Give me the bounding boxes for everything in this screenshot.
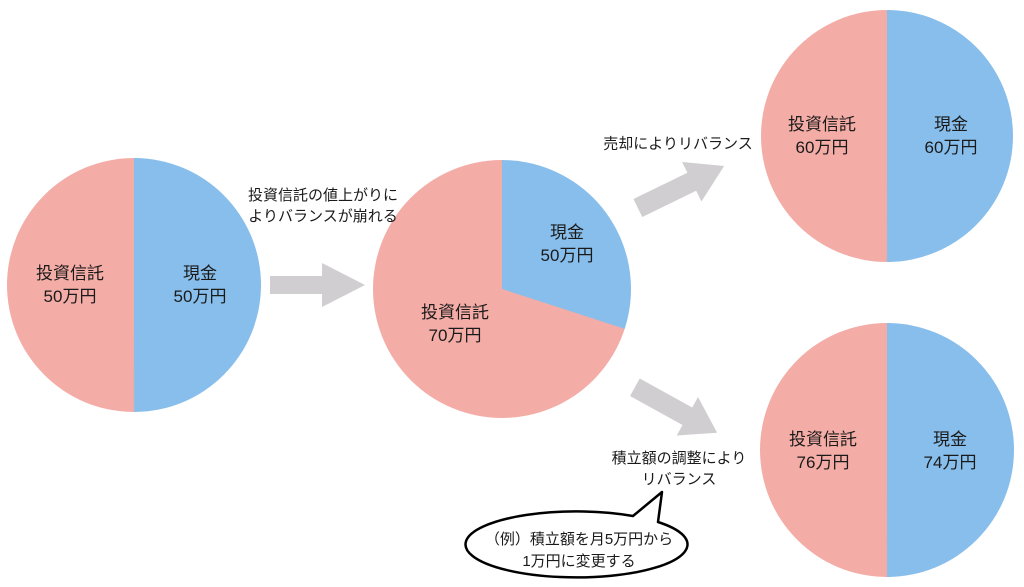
unbalanced-cash-label: 現金 50万円 [541,221,594,267]
segment-value: 50万円 [173,287,227,306]
speech-bubble-outline [464,490,689,579]
segment-name: 現金 [549,223,584,242]
segment-name: 投資信託 [421,303,489,322]
adjust-arrow-shape [630,378,718,436]
segment-name: 現金 [933,115,968,134]
pie-chart-initial [7,158,261,412]
segment-value: 70万円 [428,326,482,345]
adjust-cash-label: 現金 74万円 [924,428,977,474]
initial-fund-label: 投資信託 50万円 [36,262,104,308]
adjust-annotation: 積立額の調整により リバランス [612,448,747,490]
segment-name: 現金 [182,264,217,283]
segment-value: 60万円 [795,138,849,157]
segment-value: 76万円 [796,453,850,472]
annotation-line: 積立額の調整により [611,450,747,467]
rise-arrow-shape [270,263,365,307]
speech-bubble [464,490,689,579]
initial-cash-label: 現金 50万円 [174,262,227,308]
bubble-line: 1万円に変更する [522,553,636,570]
segment-name: 投資信託 [789,430,857,449]
annotation-line: 投資信託の値上がりに [247,187,399,204]
sell-arrow-icon [633,161,725,218]
pie-chart-rebalanced-by-sell [761,10,1013,262]
pie-chart-rebalanced-by-adjust [760,323,1014,577]
segment-value: 50万円 [43,287,97,306]
sell-arrow-shape [633,161,725,218]
unbalanced-fund-label: 投資信託 70万円 [421,301,489,347]
segment-name: 現金 [932,430,967,449]
annotation-line: リバランス [641,471,717,488]
rise-arrow-icon [270,263,365,307]
segment-value: 60万円 [924,138,978,157]
segment-value: 74万円 [923,453,977,472]
segment-name: 投資信託 [788,115,856,134]
adjust-arrow-icon [630,378,718,436]
sell-annotation: 売却によりリバランス [603,134,752,155]
segment-value: 50万円 [540,246,594,265]
annotation-line: よりバランスが崩れる [248,208,398,225]
speech-bubble-text: （例）積立額を月5万円から 1万円に変更する [485,529,673,573]
sell-cash-label: 現金 60万円 [925,113,978,159]
segment-name: 投資信託 [36,264,104,283]
annotation-line: 売却によりリバランス [603,135,753,153]
bubble-line: （例）積立額を月5万円から [484,531,674,548]
unbalance-annotation: 投資信託の値上がりに よりバランスが崩れる [248,185,398,227]
adjust-fund-label: 投資信託 76万円 [789,428,857,474]
pie-chart-unbalanced [373,160,631,418]
sell-fund-label: 投資信託 60万円 [788,113,856,159]
